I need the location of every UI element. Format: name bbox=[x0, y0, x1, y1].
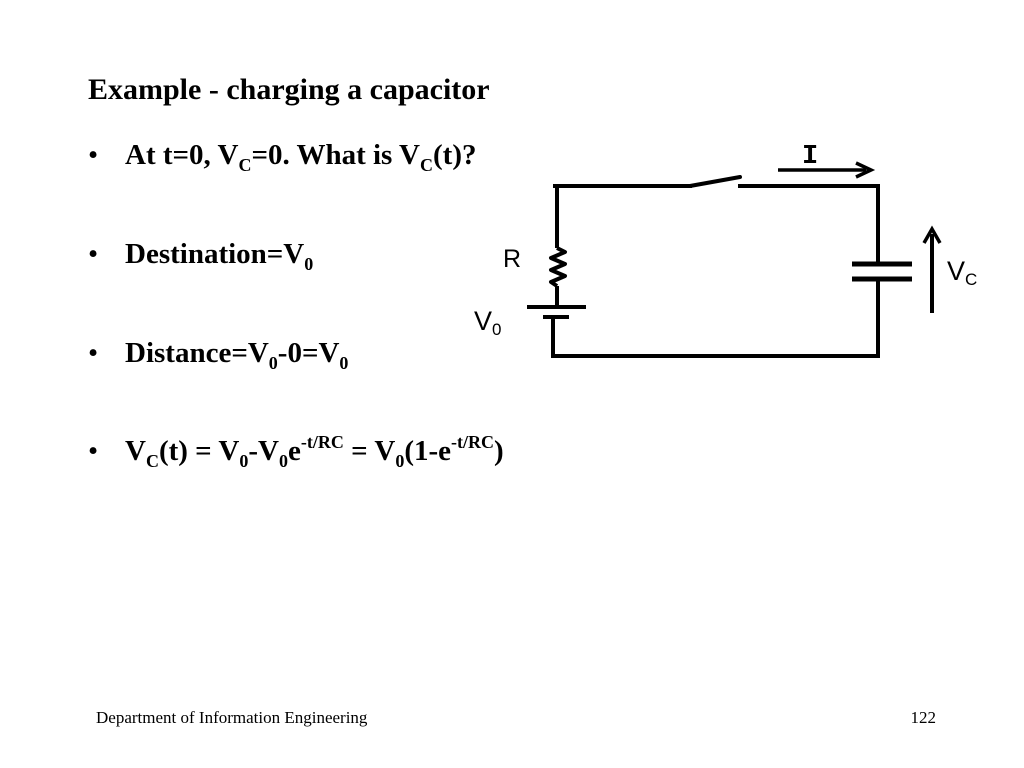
text-run: (t) = V bbox=[158, 435, 240, 467]
bullet-marker: • bbox=[88, 139, 99, 171]
text-run: =0. What is V bbox=[251, 139, 421, 171]
text-run: Distance=V bbox=[125, 337, 269, 369]
resistor bbox=[549, 246, 567, 288]
capacitor-voltage-label-main: V bbox=[947, 256, 965, 286]
current-arrow-head bbox=[855, 161, 876, 179]
subscript: 0 bbox=[268, 353, 278, 373]
bullet-item-4: •VC(t) = V0-V0e-t/RC = V0(1-e-t/RC) bbox=[88, 432, 504, 470]
resistor-label: R bbox=[503, 245, 521, 273]
text-run: = V bbox=[343, 435, 396, 467]
text-run: (t)? bbox=[433, 139, 477, 171]
bullet-item-1: •At t=0, VC=0. What is VC(t)? bbox=[88, 138, 477, 174]
subscript: 0 bbox=[304, 254, 314, 274]
bullet-marker: • bbox=[88, 238, 99, 270]
footer-page-number: 122 bbox=[910, 708, 937, 727]
capacitor-voltage-label-sub: C bbox=[965, 270, 977, 289]
text-run: At t=0, V bbox=[125, 139, 239, 171]
bullet-text-1: At t=0, VC=0. What is VC(t)? bbox=[125, 139, 477, 174]
capacitor-voltage-label: VC bbox=[947, 256, 977, 289]
text-run: Destination=V bbox=[125, 238, 305, 270]
current-label: I bbox=[802, 142, 818, 172]
vc-arrow-head bbox=[922, 225, 942, 244]
text-run: -V bbox=[248, 435, 279, 467]
switch bbox=[688, 175, 742, 188]
superscript: -t/RC bbox=[451, 432, 494, 452]
text-run: -0=V bbox=[277, 337, 340, 369]
bullet-item-2: • Destination=V0 bbox=[88, 237, 313, 273]
text-run: (1-e bbox=[404, 435, 451, 467]
source-label: V0 bbox=[474, 306, 501, 339]
subscript: C bbox=[145, 451, 159, 471]
text-run: V bbox=[125, 435, 146, 467]
bullet-item-3: •Distance=V0-0=V0 bbox=[88, 336, 348, 372]
bullet-marker: • bbox=[88, 435, 99, 467]
subscript: 0 bbox=[278, 451, 288, 471]
subscript: 0 bbox=[239, 451, 249, 471]
subscript: 0 bbox=[339, 353, 349, 373]
bullet-text-2: Destination=V0 bbox=[125, 238, 313, 273]
bullet-text-4: VC(t) = V0-V0e-t/RC = V0(1-e-t/RC) bbox=[125, 432, 504, 470]
slide-title: Example - charging a capacitor bbox=[88, 73, 490, 106]
bullet-text-3: Distance=V0-0=V0 bbox=[125, 337, 348, 372]
subscript: C bbox=[238, 155, 252, 175]
bullet-marker: • bbox=[88, 337, 99, 369]
superscript: -t/RC bbox=[300, 432, 344, 452]
subscript: C bbox=[420, 155, 434, 175]
text-run: ) bbox=[494, 435, 504, 467]
text-run: e bbox=[287, 435, 301, 467]
footer-department: Department of Information Engineering bbox=[96, 708, 368, 727]
source-label-main: V bbox=[474, 306, 492, 336]
source-label-sub: 0 bbox=[492, 320, 501, 339]
subscript: 0 bbox=[395, 451, 405, 471]
